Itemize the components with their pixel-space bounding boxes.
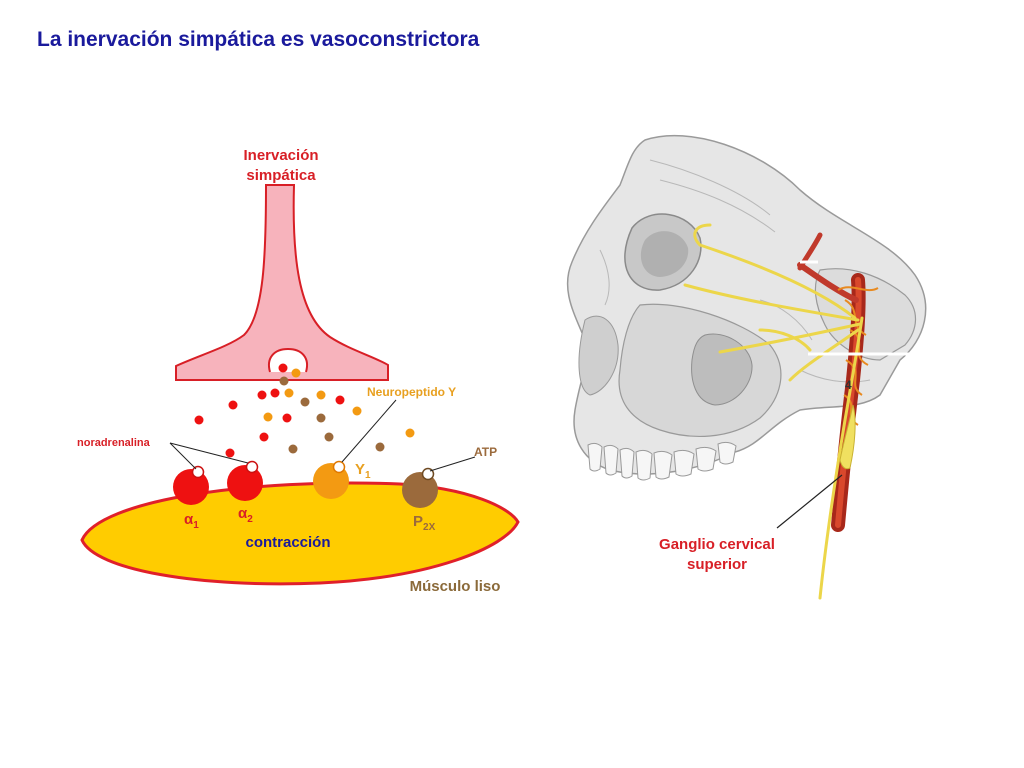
atp-molecule bbox=[316, 413, 326, 423]
atp-label: ATP bbox=[474, 445, 497, 459]
leader-line bbox=[169, 442, 249, 464]
leader-line bbox=[341, 399, 397, 463]
atp-molecule bbox=[288, 444, 298, 454]
ganglion-leader-line bbox=[776, 474, 843, 529]
noradrenaline-molecule bbox=[278, 363, 288, 373]
atp-molecule bbox=[279, 376, 289, 386]
receptor-p2x bbox=[402, 467, 438, 508]
artery-branch bbox=[797, 262, 859, 303]
transmitter-molecules bbox=[194, 363, 415, 458]
receptor-alpha2 bbox=[227, 460, 263, 501]
neuropeptide-molecule bbox=[405, 428, 415, 438]
noradrenaline-molecule bbox=[259, 432, 269, 442]
alpha1-label: α1 bbox=[184, 511, 199, 531]
teeth bbox=[587, 441, 737, 481]
noradrenaline-molecule bbox=[225, 448, 235, 458]
noradrenaline-molecule bbox=[282, 413, 292, 423]
release-vesicle bbox=[268, 347, 308, 373]
nerve-fibers bbox=[683, 223, 864, 600]
p2x-label: P2X bbox=[413, 513, 436, 533]
muscle-label: Músculo liso bbox=[410, 578, 501, 595]
illustration-marker: 4 bbox=[845, 378, 852, 392]
ganglion-label: Ganglio cervical bbox=[659, 536, 775, 553]
neuropeptide-molecule bbox=[316, 390, 326, 400]
orbit-inner bbox=[640, 231, 689, 277]
receptor-alpha1 bbox=[173, 465, 209, 505]
receptor-y1 bbox=[313, 460, 349, 499]
noradrenaline-molecule bbox=[270, 388, 280, 398]
smooth-muscle-cell bbox=[80, 481, 520, 586]
noradrenaline-molecule bbox=[257, 390, 267, 400]
noradrenaline-molecule bbox=[228, 400, 238, 410]
nerve-label: simpática bbox=[246, 167, 316, 184]
leader-line bbox=[429, 456, 476, 472]
atp-molecule bbox=[324, 432, 334, 442]
synapse-diagram: Inervación simpática noradrenalina Neuro… bbox=[77, 147, 520, 595]
ganglion-label: superior bbox=[687, 556, 747, 573]
neuropeptide-molecule bbox=[263, 412, 273, 422]
nerve-terminal bbox=[175, 184, 389, 381]
superior-cervical-ganglion bbox=[839, 404, 856, 470]
atp-molecule bbox=[300, 397, 310, 407]
noradrenaline-molecule bbox=[194, 415, 204, 425]
leader-line bbox=[169, 442, 197, 470]
neuropeptide-molecule bbox=[352, 406, 362, 416]
skull-illustration: 4 Ganglio cervical superior bbox=[566, 134, 927, 600]
neuropeptide-label: Neuropeptido Y bbox=[367, 385, 456, 399]
neuropeptide-molecule bbox=[284, 388, 294, 398]
alpha2-label: α2 bbox=[238, 505, 253, 525]
contraction-label: contracción bbox=[245, 534, 330, 551]
nerve-label: Inervación bbox=[243, 147, 318, 164]
atp-molecule bbox=[375, 442, 385, 452]
noradrenaline-molecule bbox=[335, 395, 345, 405]
artery-branch bbox=[797, 232, 823, 271]
y1-label: Y1 bbox=[355, 461, 371, 481]
slide-title: La inervación simpática es vasoconstrict… bbox=[37, 28, 480, 51]
noradrenaline-label: noradrenalina bbox=[77, 437, 151, 449]
nasal-cavity bbox=[578, 315, 619, 396]
neuropeptide-molecule bbox=[291, 368, 301, 378]
